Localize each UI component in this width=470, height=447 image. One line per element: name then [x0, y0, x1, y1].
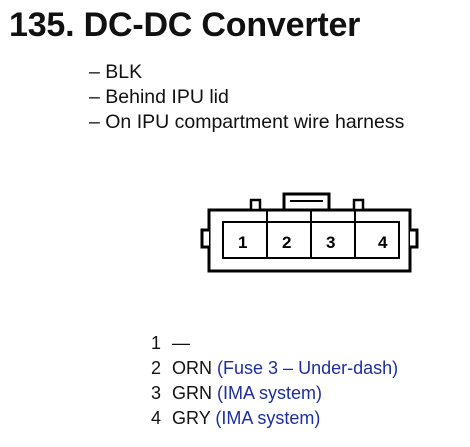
cavity-number: 1 — [238, 233, 247, 252]
connector-face-diagram: 1 2 3 4 — [200, 192, 419, 273]
pinout-row: 1 — — [151, 331, 398, 356]
pin-description: (Fuse 3 – Under-dash) — [217, 358, 399, 378]
pin-wire-color: ORN — [172, 358, 213, 378]
note-location: – Behind IPU lid — [89, 86, 229, 108]
pin-number: 4 — [151, 408, 162, 428]
pinout-row: 3 GRN (IMA system) — [151, 381, 398, 406]
pin-description: (IMA system) — [215, 408, 321, 428]
pin-description: (IMA system) — [217, 383, 323, 403]
pin-number: 2 — [151, 358, 162, 378]
cavity-number: 2 — [282, 233, 291, 252]
pin-wire-color: GRN — [172, 383, 213, 403]
connector-left-latch — [200, 228, 209, 249]
note-color: – BLK — [89, 61, 143, 83]
pin-number: 1 — [151, 333, 162, 353]
page-title: 135. DC-DC Converter — [9, 6, 361, 44]
cavity-number: 3 — [326, 233, 335, 252]
pinout-row: 4 GRY (IMA system) — [151, 406, 398, 431]
connector-guide-post-right — [352, 198, 365, 212]
cavity-number: 4 — [378, 233, 388, 252]
pin-number: 3 — [151, 383, 162, 403]
connector-notes: – BLK – Behind IPU lid – On IPU compartm… — [89, 60, 404, 135]
note-harness: – On IPU compartment wire harness — [89, 111, 405, 133]
pin-wire-color: GRY — [172, 408, 211, 428]
pin-wire-color: — — [172, 333, 191, 353]
pinout-row: 2 ORN (Fuse 3 – Under-dash) — [151, 356, 398, 381]
connector-right-latch — [410, 228, 419, 249]
pinout-list: 1 — 2 ORN (Fuse 3 – Under-dash) 3 GRN (I… — [151, 331, 398, 431]
connector-guide-post-left — [249, 198, 262, 212]
